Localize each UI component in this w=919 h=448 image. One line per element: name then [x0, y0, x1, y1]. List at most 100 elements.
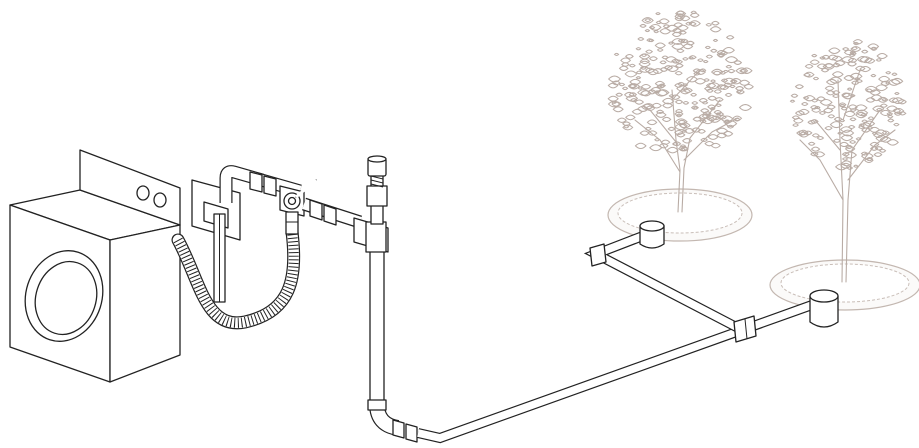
leaf-icon: [888, 119, 894, 122]
leaf-icon: [726, 57, 738, 63]
leaf-icon: [740, 105, 752, 111]
leaf-icon: [894, 123, 899, 126]
leaf-icon: [704, 79, 709, 81]
leaf-icon: [712, 21, 719, 25]
leaf-icon: [669, 95, 673, 97]
leaf-icon: [814, 77, 819, 79]
leaf-icon: [819, 111, 825, 114]
leaf-icon: [841, 107, 847, 110]
leaf-icon: [659, 19, 669, 24]
leaf-icon: [817, 136, 823, 139]
corner-elbow: [590, 244, 606, 266]
leaf-icon: [868, 117, 873, 120]
leaf-icon: [711, 80, 715, 82]
leaf-icon: [614, 53, 618, 55]
leaf-icon: [850, 118, 856, 121]
outlet-chamber-1: [640, 221, 664, 248]
leaf-icon: [650, 57, 658, 61]
leaf-icon: [638, 87, 642, 89]
leaf-icon: [636, 77, 640, 79]
leaf-icon: [812, 134, 819, 137]
leaf-icon: [677, 49, 684, 52]
leaf-icon: [825, 86, 833, 90]
leaf-icon: [852, 47, 857, 50]
leaf-icon: [613, 107, 623, 112]
tree-1: [608, 11, 753, 241]
leaf-icon: [704, 61, 708, 63]
leaf-icon: [843, 158, 848, 160]
leaf-icon: [638, 38, 644, 41]
leaf-icon: [713, 39, 717, 41]
leaf-icon: [744, 84, 753, 88]
leaf-icon: [876, 85, 887, 91]
leaf-icon: [637, 71, 642, 74]
leaf-icon: [691, 93, 696, 96]
leaf-icon: [880, 149, 886, 152]
leaf-icon: [683, 58, 688, 60]
leaf-icon: [876, 59, 881, 61]
leaf-icon: [657, 110, 664, 113]
tree-2: [770, 40, 919, 310]
leaf-icon: [886, 72, 891, 74]
leaf-icon: [683, 102, 688, 105]
leaf-icon: [833, 72, 843, 77]
leaf-icon: [683, 44, 692, 49]
leaf-icon: [619, 83, 624, 86]
leaf-icon: [856, 138, 860, 140]
leaf-icon: [805, 64, 812, 68]
leaf-icon: [678, 25, 688, 30]
leaf-icon: [695, 79, 706, 84]
leaf-icon: [660, 61, 666, 64]
leaf-icon: [882, 99, 886, 101]
branch-tee: [734, 316, 756, 342]
leaf-icon: [663, 117, 671, 121]
leaf-icon: [877, 108, 882, 111]
leaf-icon: [802, 103, 808, 106]
leaf-icon: [887, 140, 898, 145]
leaf-icon: [796, 85, 804, 89]
leaf-icon: [660, 29, 671, 34]
leaf-icon: [791, 94, 797, 97]
leaf-icon: [841, 127, 852, 133]
leaf-icon: [881, 104, 887, 107]
leaf-icon: [625, 71, 637, 77]
air-vent: [367, 156, 387, 224]
leaf-icon: [676, 100, 683, 103]
leaf-icon: [868, 44, 878, 49]
leaf-icon: [626, 115, 635, 120]
leaf-icon: [809, 142, 815, 145]
leaf-icon: [621, 58, 631, 63]
leaf-icon: [848, 88, 852, 90]
leaf-icon: [888, 115, 893, 117]
mulch-basin-2: [770, 260, 919, 310]
leaf-icon: [730, 85, 735, 87]
leaf-icon: [810, 60, 819, 64]
leaf-icon: [706, 24, 711, 27]
leaf-icon: [871, 74, 876, 76]
leaf-icon: [623, 87, 628, 89]
mulch-basin-1: [608, 189, 752, 241]
three-way-diverter-valve: [226, 172, 360, 234]
leaf-icon: [726, 65, 731, 68]
leaf-icon: [844, 111, 855, 116]
leaf-icon: [790, 100, 794, 102]
leaf-icon: [691, 11, 696, 13]
leaf-icon: [705, 141, 714, 145]
leaf-icon: [892, 73, 897, 75]
leaf-icon: [840, 142, 848, 146]
leaf-icon: [877, 54, 887, 59]
leaf-icon: [850, 109, 855, 112]
leaf-icon: [854, 165, 858, 167]
leaf-icon: [645, 30, 649, 32]
leaf-icon: [635, 100, 643, 104]
leaf-icon: [655, 43, 665, 48]
leaf-icon: [638, 90, 650, 96]
leaf-icon: [822, 68, 829, 71]
leaf-icon: [793, 124, 798, 127]
leaf-icon: [667, 147, 678, 152]
leaf-icon: [616, 93, 622, 96]
leaf-icon: [870, 127, 880, 132]
leaf-icon: [792, 116, 799, 119]
